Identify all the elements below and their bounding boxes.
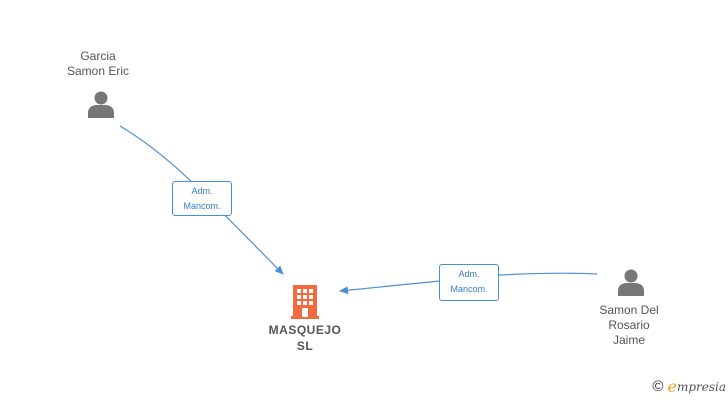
building-icon[interactable] bbox=[290, 283, 320, 319]
person-name-line: Samon Del bbox=[599, 303, 659, 317]
edge-samon-to-masquejo bbox=[339, 272, 598, 295]
person-name-line: Jaime bbox=[612, 333, 645, 347]
person-label-garcia: Garcia Samon Eric bbox=[48, 49, 148, 79]
company-name-line: SL bbox=[296, 339, 314, 353]
empresia-logo-text: mpresia bbox=[676, 379, 726, 394]
company-name-line: MASQUEJO bbox=[268, 323, 342, 337]
person-icon[interactable] bbox=[616, 267, 646, 297]
edge-label-line: Adm. bbox=[458, 269, 480, 279]
edge-label-adm-mancom: Adm. Mancom. bbox=[172, 181, 232, 216]
person-name-line: Garcia bbox=[80, 49, 116, 63]
person-name-line: Rosario bbox=[608, 318, 650, 332]
edge-label-line: Adm. bbox=[191, 186, 213, 196]
edge-label-adm-mancom: Adm. Mancom. bbox=[439, 264, 499, 301]
edge-label-line: Mancom. bbox=[183, 201, 221, 211]
person-icon[interactable] bbox=[86, 89, 116, 119]
person-label-samon: Samon Del Rosario Jaime bbox=[579, 303, 679, 348]
empresia-watermark: © e mpresia bbox=[652, 377, 726, 396]
edge-label-line: Mancom. bbox=[450, 284, 488, 294]
copyright-icon: © bbox=[652, 378, 664, 395]
company-label-masquejo: MASQUEJO SL bbox=[255, 322, 355, 354]
person-name-line: Samon Eric bbox=[66, 64, 130, 78]
empresia-logo-initial: e bbox=[667, 377, 677, 396]
